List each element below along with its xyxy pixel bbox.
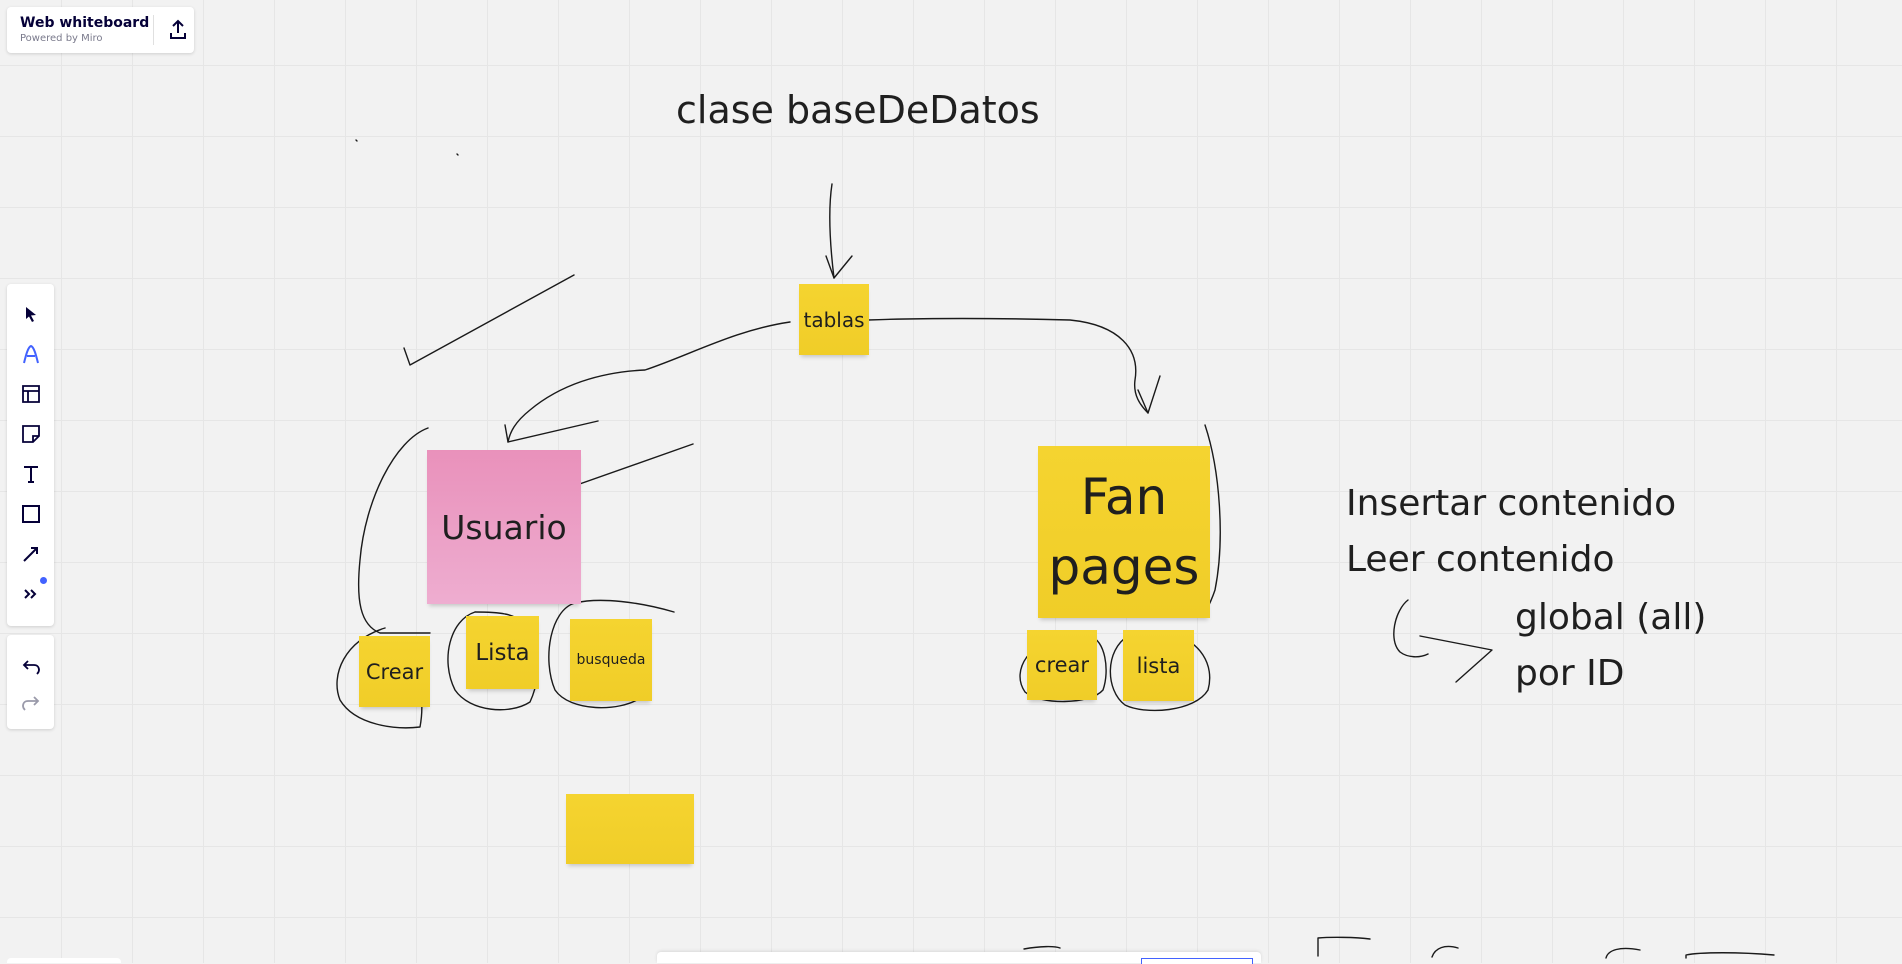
sticky-note-text: Lista bbox=[475, 639, 530, 666]
sticky-note-icon bbox=[22, 425, 40, 443]
redo-icon bbox=[22, 696, 40, 711]
upload-icon bbox=[170, 19, 186, 39]
sticky-note-text: crear bbox=[1034, 653, 1090, 677]
export-button[interactable] bbox=[165, 17, 191, 43]
undo-button[interactable] bbox=[16, 652, 46, 682]
sticky-note-lista-usuario[interactable]: Lista bbox=[466, 616, 539, 689]
undo-icon bbox=[22, 660, 40, 675]
frame-template-icon bbox=[22, 385, 40, 403]
sticky-note-crear-usuario[interactable]: Crear bbox=[359, 636, 430, 707]
header-divider bbox=[153, 15, 154, 45]
sticky-note-text-line1: Fan bbox=[1080, 468, 1168, 526]
sticky-note-tool-button[interactable] bbox=[16, 419, 46, 449]
sticky-note-text: lista bbox=[1136, 653, 1181, 678]
text-por-id[interactable]: por ID bbox=[1515, 653, 1625, 694]
sticky-note-lista-fanpages[interactable]: lista bbox=[1123, 630, 1194, 701]
frame-tool-button[interactable] bbox=[16, 379, 46, 409]
left-toolbar bbox=[7, 284, 54, 626]
bottom-left-panel bbox=[7, 958, 121, 963]
sticky-note-text-line2: pages bbox=[1048, 538, 1200, 596]
more-tools-icon bbox=[24, 589, 37, 599]
sticky-note-text: Crear bbox=[365, 659, 424, 684]
text-leer-contenido[interactable]: Leer contenido bbox=[1346, 539, 1615, 580]
app-title: Web whiteboard bbox=[20, 15, 150, 31]
sticky-note-text: Usuario bbox=[441, 507, 567, 547]
sticky-note-busqueda[interactable]: busqueda bbox=[570, 619, 652, 701]
select-cursor-icon bbox=[26, 307, 36, 322]
text-tool-button[interactable] bbox=[16, 459, 46, 489]
text-global-all[interactable]: global (all) bbox=[1515, 597, 1707, 638]
connector-line-icon bbox=[23, 547, 38, 562]
bottom-center-panel bbox=[657, 952, 1261, 963]
sticky-note-usuario[interactable]: Usuario bbox=[427, 450, 581, 604]
more-tools-button[interactable] bbox=[16, 579, 46, 609]
redo-button[interactable] bbox=[16, 688, 46, 718]
sticky-note-empty[interactable] bbox=[566, 794, 694, 864]
sticky-note-fan-pages[interactable]: Fan pages bbox=[1038, 446, 1210, 618]
history-toolbar bbox=[7, 635, 54, 729]
text-icon bbox=[24, 466, 38, 483]
app-subtitle: Powered by Miro bbox=[20, 33, 103, 44]
pen-tool-button[interactable] bbox=[16, 339, 46, 369]
new-tools-indicator-dot bbox=[40, 577, 47, 584]
select-tool-button[interactable] bbox=[16, 299, 46, 329]
board-header: Web whiteboard Powered by Miro bbox=[7, 7, 194, 53]
sticky-note-text: tablas bbox=[803, 307, 865, 332]
shape-tool-button[interactable] bbox=[16, 499, 46, 529]
sticky-note-text: busqueda bbox=[576, 652, 646, 668]
shape-icon bbox=[22, 505, 40, 523]
pen-icon bbox=[23, 344, 39, 364]
sticky-note-tablas[interactable]: tablas bbox=[799, 284, 869, 355]
board-heading-text[interactable]: clase baseDeDatos bbox=[676, 88, 1040, 132]
sticky-note-crear-fanpages[interactable]: crear bbox=[1027, 630, 1097, 700]
bottom-center-button[interactable] bbox=[1141, 958, 1253, 964]
connector-tool-button[interactable] bbox=[16, 539, 46, 569]
text-insertar-contenido[interactable]: Insertar contenido bbox=[1346, 483, 1677, 524]
